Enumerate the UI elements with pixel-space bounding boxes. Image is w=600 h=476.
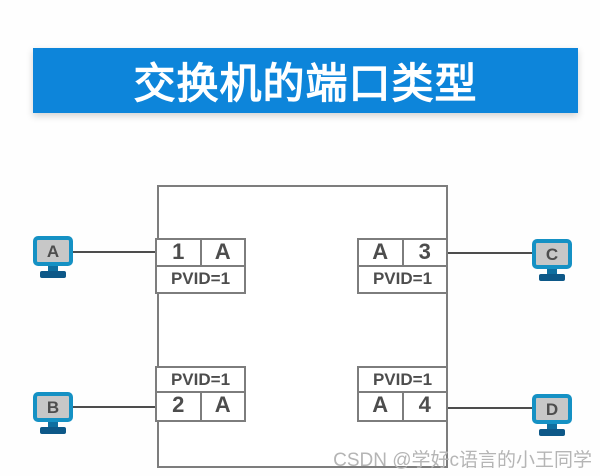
host-d: D — [532, 394, 572, 436]
port-4-type: A — [372, 392, 389, 417]
switch-body — [157, 185, 448, 468]
port-1-row: 1 A — [155, 238, 246, 267]
monitor-stand-base — [40, 271, 66, 278]
port-3-type: A — [372, 239, 389, 264]
port-group-3: A 3 PVID=1 — [357, 238, 448, 294]
host-d-label: D — [545, 399, 559, 419]
monitor-stand-neck — [48, 266, 58, 271]
monitor-stand-base — [539, 429, 565, 436]
monitor-stand-neck — [48, 422, 58, 427]
link-host-d — [448, 407, 535, 409]
port-3-number: 3 — [401, 240, 447, 265]
link-host-b — [72, 406, 157, 408]
port-4-pvid-label: PVID=1 — [357, 366, 448, 393]
link-host-c — [448, 252, 533, 254]
port-2-number: 2 — [172, 392, 185, 417]
port-2-pvid-label: PVID=1 — [155, 366, 246, 393]
port-2-type: A — [199, 393, 245, 420]
monitor-stand-neck — [547, 424, 557, 429]
port-group-2: PVID=1 2 A — [155, 366, 246, 422]
host-a-label: A — [46, 241, 60, 261]
computer-icon: A — [33, 236, 73, 266]
host-c: C — [532, 239, 572, 281]
host-a: A — [33, 236, 73, 278]
computer-icon: D — [532, 394, 572, 424]
port-4-row: A 4 — [357, 393, 448, 422]
port-2-row: 2 A — [155, 393, 246, 422]
port-3-pvid-label: PVID=1 — [357, 267, 448, 294]
page-title: 交换机的端口类型 — [133, 60, 478, 107]
computer-icon: C — [532, 239, 572, 269]
title-banner: 交换机的端口类型 — [33, 48, 578, 113]
port-1-type: A — [199, 240, 245, 265]
host-b-label: B — [46, 397, 60, 417]
port-1-pvid-label: PVID=1 — [155, 267, 246, 294]
computer-icon: B — [33, 392, 73, 422]
monitor-stand-base — [40, 427, 66, 434]
watermark: CSDN @学好c语言的小王同学 — [333, 450, 592, 471]
monitor-stand-neck — [547, 269, 557, 274]
host-c-label: C — [545, 244, 559, 264]
monitor-stand-base — [539, 274, 565, 281]
host-b: B — [33, 392, 73, 434]
link-host-a — [72, 251, 157, 253]
port-1-number: 1 — [172, 239, 185, 264]
port-group-4: PVID=1 A 4 — [357, 366, 448, 422]
port-4-number: 4 — [401, 393, 447, 420]
port-3-row: A 3 — [357, 238, 448, 267]
port-group-1: 1 A PVID=1 — [155, 238, 246, 294]
